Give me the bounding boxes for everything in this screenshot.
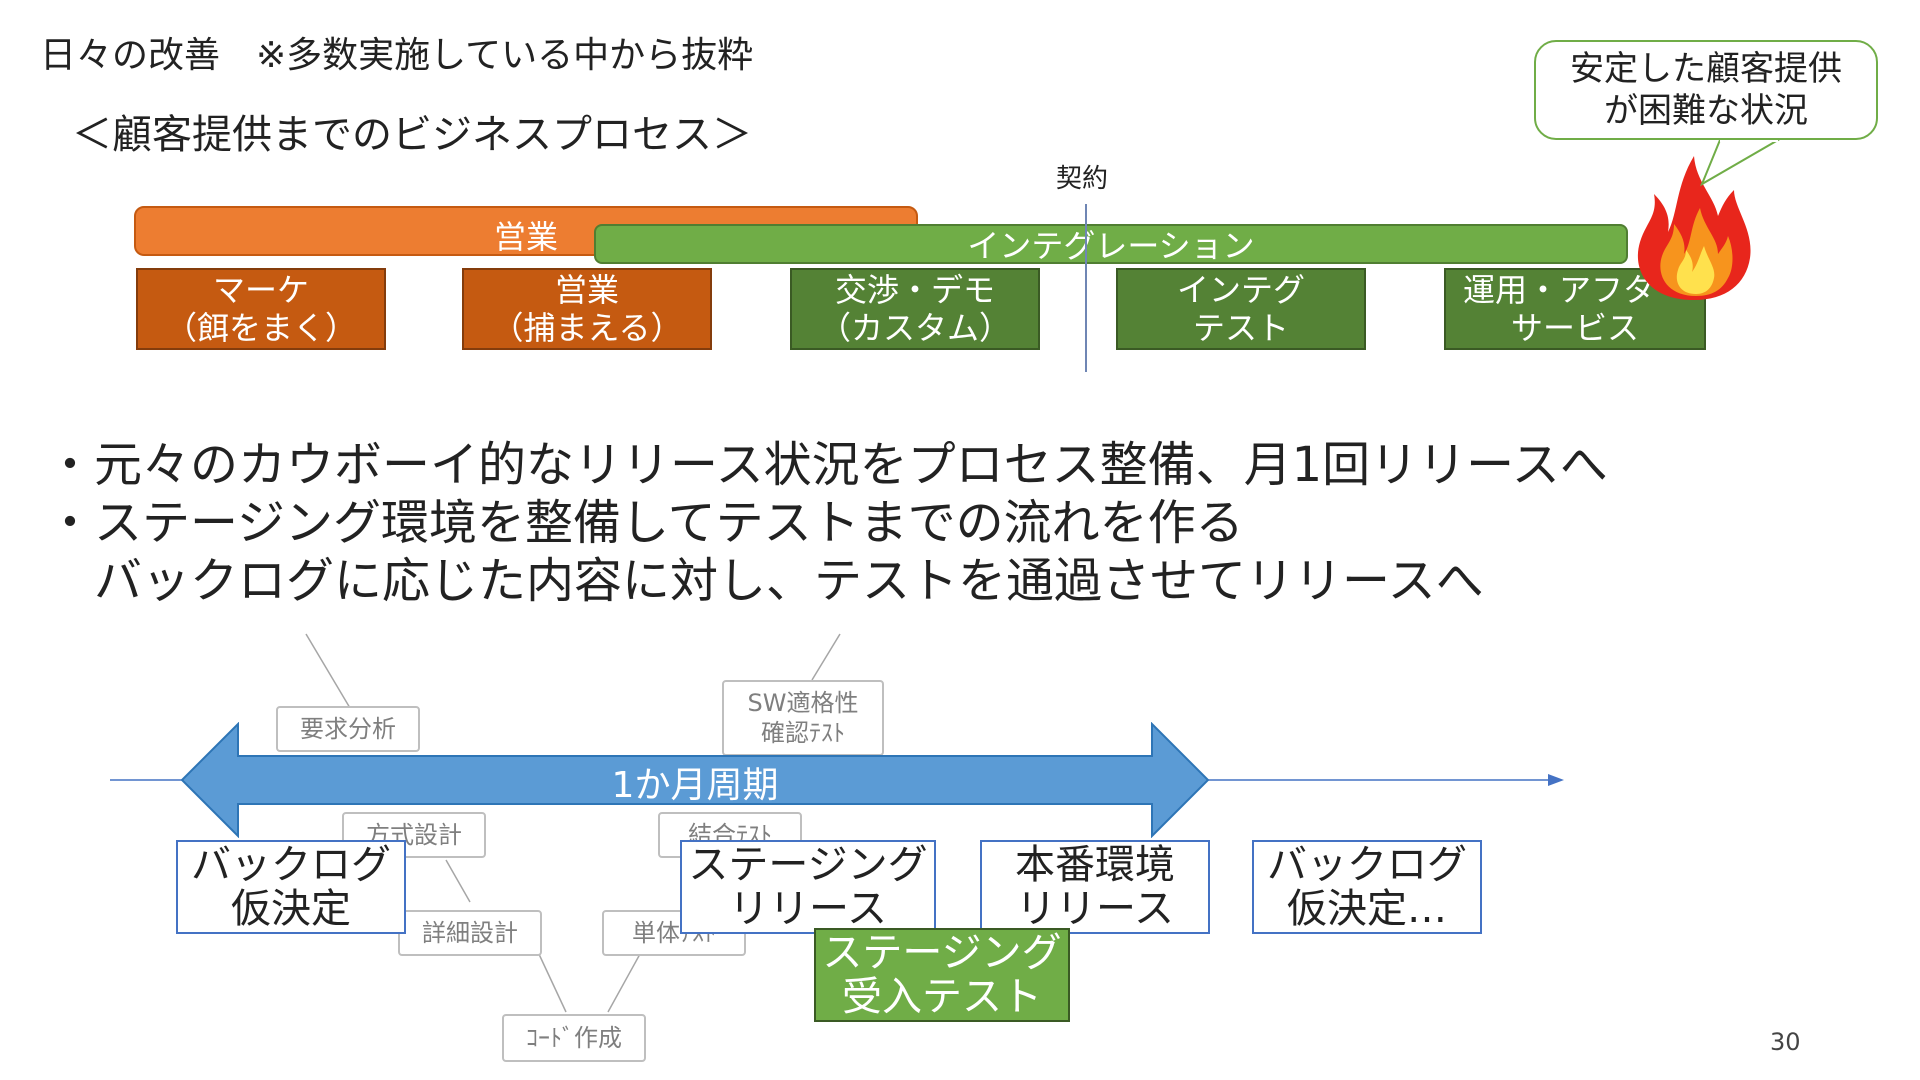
cycle-arrow xyxy=(180,722,1210,838)
page-number: 30 xyxy=(1770,1028,1801,1056)
v-detail-design: 詳細設計 xyxy=(398,910,542,956)
v-sw-test: SW適格性 確認ﾃｽﾄ xyxy=(722,680,884,756)
contract-label: 契約 xyxy=(1056,164,1109,194)
contract-divider xyxy=(1085,204,1087,372)
phase-line2: （捕まえる） xyxy=(491,309,683,347)
phase-operations: 運用・アフター サービス xyxy=(1444,268,1706,350)
slide-title: 日々の改善 ※多数実施している中から抜粋 xyxy=(40,35,754,76)
fire-icon xyxy=(1637,156,1751,300)
phase-line1: 交渉・デモ xyxy=(834,271,995,309)
step-line2: 仮決定… xyxy=(1287,886,1447,932)
step-line1: バックログ xyxy=(191,842,391,888)
step-line1: ステージング xyxy=(688,842,928,888)
section-subtitle: ＜顧客提供までのビジネスプロセス＞ xyxy=(72,112,752,158)
phase-line1: インテグ xyxy=(1176,271,1305,309)
callout-line2: が困難な状況 xyxy=(1604,91,1808,131)
bullet-item: バックログに応じた内容に対し、テストを通過させてリリースへ xyxy=(46,553,1484,609)
step-production-release: 本番環境 リリース xyxy=(980,840,1210,934)
phase-sales: 営業 （捕まえる） xyxy=(462,268,712,350)
phase-line2: テスト xyxy=(1192,309,1289,347)
bullet-item: ・ステージング環境を整備してテストまでの流れを作る xyxy=(46,495,1244,551)
phase-line2: サービス xyxy=(1510,309,1639,347)
phase-line2: （餌をまく） xyxy=(164,309,357,347)
callout-pointer xyxy=(1700,138,1782,187)
v-requirements: 要求分析 xyxy=(276,706,420,752)
step-line1: ステージング xyxy=(822,930,1062,976)
phase-marketing: マーケ （餌をまく） xyxy=(136,268,386,350)
step-backlog-decision: バックログ 仮決定 xyxy=(176,840,406,934)
step-staging-release: ステージング リリース xyxy=(680,840,936,934)
phase-line2: （カスタム） xyxy=(818,309,1011,347)
callout-line1: 安定した顧客提供 xyxy=(1570,49,1842,89)
v-sw-test-line1: SW適格性 xyxy=(747,689,859,717)
bullet-list: ・元々のカウボーイ的なリリース状況をプロセス整備、月1回リリースへ ・ステージン… xyxy=(46,436,1608,610)
cycle-label: 1か月周期 xyxy=(611,765,779,806)
step-line1: バックログ xyxy=(1267,842,1467,888)
sales-bar-label: 営業 xyxy=(493,218,558,256)
callout-bubble: 安定した顧客提供 が困難な状況 xyxy=(1534,40,1878,140)
phase-line1: マーケ xyxy=(212,271,309,309)
step-line2: 仮決定 xyxy=(231,886,351,932)
v-coding: ｺｰﾄﾞ作成 xyxy=(502,1014,646,1062)
step-line2: リリース xyxy=(1016,886,1174,932)
step-line1: 本番環境 xyxy=(1015,842,1175,888)
v-sw-test-line2: 確認ﾃｽﾄ xyxy=(761,719,845,747)
step-next-backlog: バックログ 仮決定… xyxy=(1252,840,1482,934)
step-line2: リリース xyxy=(729,886,887,932)
step-line2: 受入テスト xyxy=(842,974,1042,1020)
phase-integration-test: インテグ テスト xyxy=(1116,268,1366,350)
bullet-item: ・元々のカウボーイ的なリリース状況をプロセス整備、月1回リリースへ xyxy=(46,437,1608,493)
integration-bar: インテグレーション xyxy=(594,224,1628,265)
integration-bar-label: インテグレーション xyxy=(967,227,1255,265)
phase-line1: 営業 xyxy=(554,271,619,309)
step-staging-acceptance-test: ステージング 受入テスト xyxy=(814,928,1070,1022)
phase-negotiation: 交渉・デモ （カスタム） xyxy=(790,268,1040,350)
